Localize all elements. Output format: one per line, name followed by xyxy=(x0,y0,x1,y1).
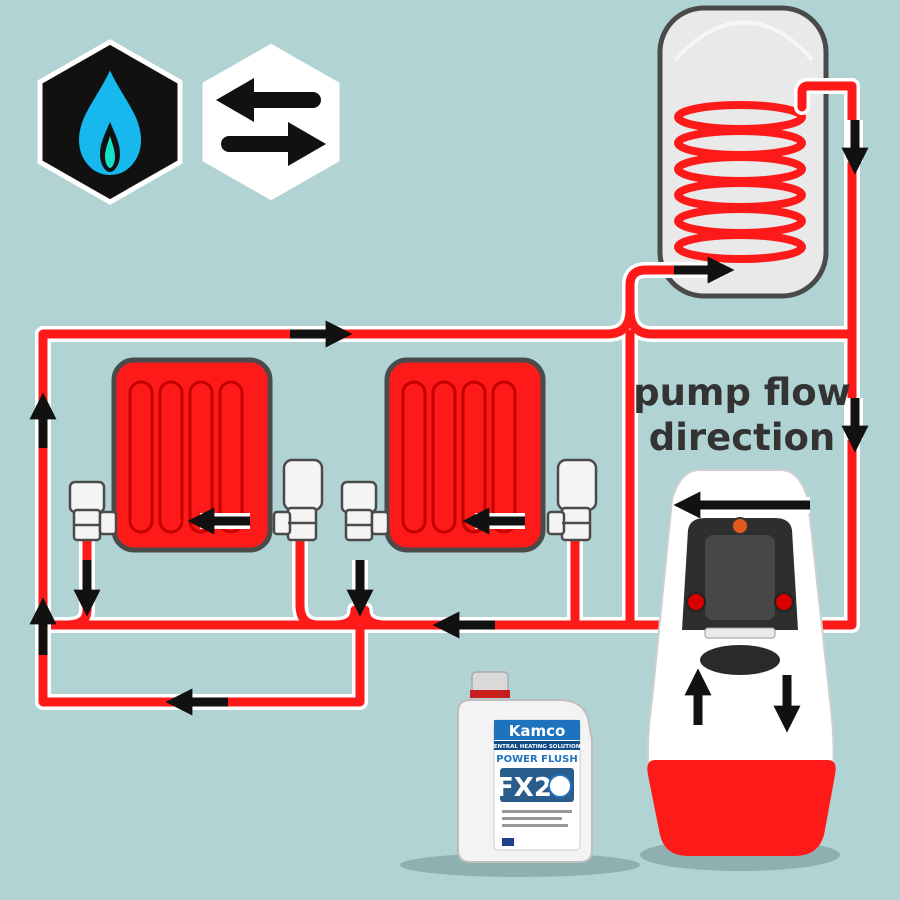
radiator-left xyxy=(111,357,273,553)
bottle-product: POWER FLUSH xyxy=(496,754,577,765)
radiator-valve-1 xyxy=(68,480,118,542)
bottle-tagline: CENTRAL HEATING SOLUTIONS xyxy=(490,744,585,750)
caption-line-1: pump flow xyxy=(633,371,851,414)
radiator-valve-3 xyxy=(340,480,390,542)
flow-arrows xyxy=(29,120,869,733)
flush-pump-unit xyxy=(640,469,840,871)
caption-line-2: direction xyxy=(649,416,836,459)
power-flush-bottle: Kamco CENTRAL HEATING SOLUTIONS POWER FL… xyxy=(400,671,640,877)
cylinder-coil xyxy=(674,101,806,263)
bottle-brand: Kamco xyxy=(509,722,566,740)
radiator-valve-2 xyxy=(272,458,324,542)
radiator-valve-4 xyxy=(546,458,598,542)
gas-flame-icon xyxy=(37,39,183,205)
radiator-right xyxy=(384,357,546,553)
swap-arrows-icon xyxy=(199,40,343,204)
bottle-code: FX2 xyxy=(496,773,552,803)
